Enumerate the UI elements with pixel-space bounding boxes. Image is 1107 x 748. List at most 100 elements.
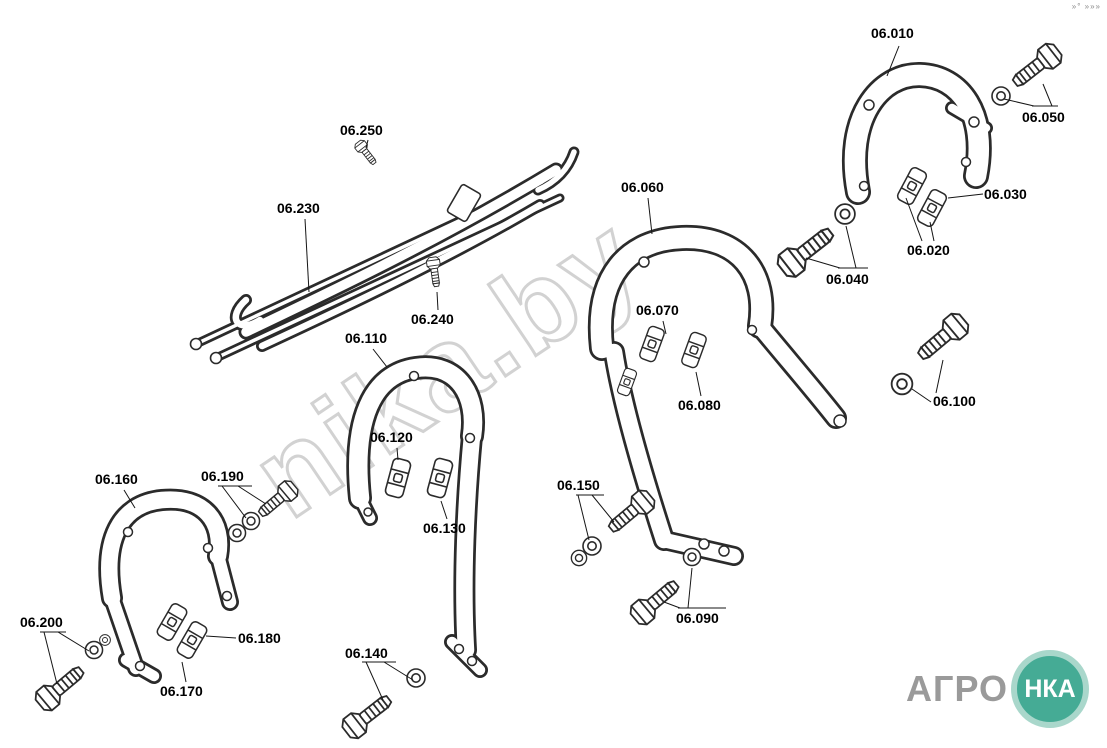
hole [363,507,373,517]
washer-06-190-b [227,523,247,543]
leader-06-120 [396,447,399,461]
part-label-06-130: 06.130 [423,520,466,536]
fork-06-110 [346,355,488,678]
leader-06-040-a [805,257,841,269]
part-label-06-230: 06.230 [277,200,320,216]
part-label-06-100: 06.100 [933,393,976,409]
rod-end-cap [189,337,203,351]
leader-06-040-b [845,225,857,269]
pad-06-030 [915,187,949,229]
part-label-06-020: 06.020 [907,242,950,258]
part-label-06-080: 06.080 [678,397,721,413]
leader-06-110 [372,348,388,368]
leader-06-190-b [237,485,267,505]
hole [746,324,758,336]
part-label-06-170: 06.170 [160,683,203,699]
leader-06-200-b [57,631,90,652]
washer-06-150-a [582,536,602,556]
part-label-06-120: 06.120 [370,429,413,445]
leader-06-090-b [663,601,681,609]
bolt-06-050 [1006,39,1066,94]
part-label-06-040: 06.040 [826,271,869,287]
fork-06-060 [587,224,847,566]
leader-06-100-b [935,359,944,394]
pad-06-170 [154,601,190,643]
fork-06-010-holes [858,99,980,192]
pad-06-130 [425,456,455,500]
fork-06-060-holes [638,256,847,557]
leader-06-090-a [687,567,693,609]
hole [122,526,134,538]
part-label-06-050: 06.050 [1022,109,1065,125]
leader-06-050-a [1003,98,1035,107]
washer-06-050 [991,86,1011,106]
leader-06-100-a [911,388,932,403]
leader-06-150-a [577,494,590,541]
brand-circle-nka: НКА [1011,650,1089,728]
hole [466,655,478,667]
brand-text-agro: АГРО [906,668,1008,709]
leader-06-080 [695,371,702,397]
corner-marks: »° »»» [1071,2,1101,11]
washer-06-100 [890,372,914,396]
hole [134,660,146,672]
hole [833,414,847,428]
hole [863,99,875,111]
part-label-06-030: 06.030 [984,186,1027,202]
rod-end-cap [209,351,223,365]
part-label-06-190: 06.190 [201,468,244,484]
leader-06-140-b [383,661,414,681]
part-label-06-150: 06.150 [557,477,600,493]
leader-06-010 [886,45,900,77]
leader-06-240 [436,291,439,311]
leader-06-020-a [905,197,923,242]
rail-clamp [446,183,482,223]
hole [858,180,870,192]
brand-text-nka: НКА [1024,674,1076,703]
leader-06-070 [662,320,667,335]
hole [221,590,233,602]
part-label-06-160: 06.160 [95,471,138,487]
hole [453,643,465,655]
part-label-06-200: 06.200 [20,614,63,630]
hole [638,256,650,268]
hole [202,542,214,554]
leader-06-170 [181,661,187,683]
leader-lines [40,45,1058,701]
leader-06-160 [123,489,136,509]
washer-06-200-b [99,634,111,646]
part-label-06-060: 06.060 [621,179,664,195]
fork-06-160-holes [122,526,233,672]
part-label-06-010: 06.010 [871,25,914,41]
part-label-06-250: 06.250 [340,122,383,138]
part-label-06-070: 06.070 [636,302,679,318]
washer-06-150-b [570,549,588,567]
leader-06-140-a [365,661,384,701]
hole [408,370,420,382]
bolt-06-100 [911,309,973,367]
hole [960,156,972,168]
hole [718,545,730,557]
hole [698,538,710,550]
leader-06-230 [304,218,310,293]
fork-06-110-holes [363,370,478,667]
pad-06-180 [174,619,210,661]
leader-06-030 [947,193,984,199]
pad-06-070 [637,324,667,364]
hole [968,116,980,128]
washer-06-090 [682,547,702,567]
bolt-06-140 [338,688,398,743]
bolt-06-250 [352,138,380,168]
part-label-06-110: 06.110 [345,330,388,346]
leader-06-250 [365,139,369,149]
rail-details [189,183,482,365]
leader-06-200-a [43,631,58,685]
hole [464,432,476,444]
pad-06-020-a [895,165,929,207]
fork-06-160 [98,488,239,684]
part-label-06-180: 06.180 [238,630,281,646]
leader-06-190-a [221,485,247,519]
leader-06-020-b [929,221,935,242]
